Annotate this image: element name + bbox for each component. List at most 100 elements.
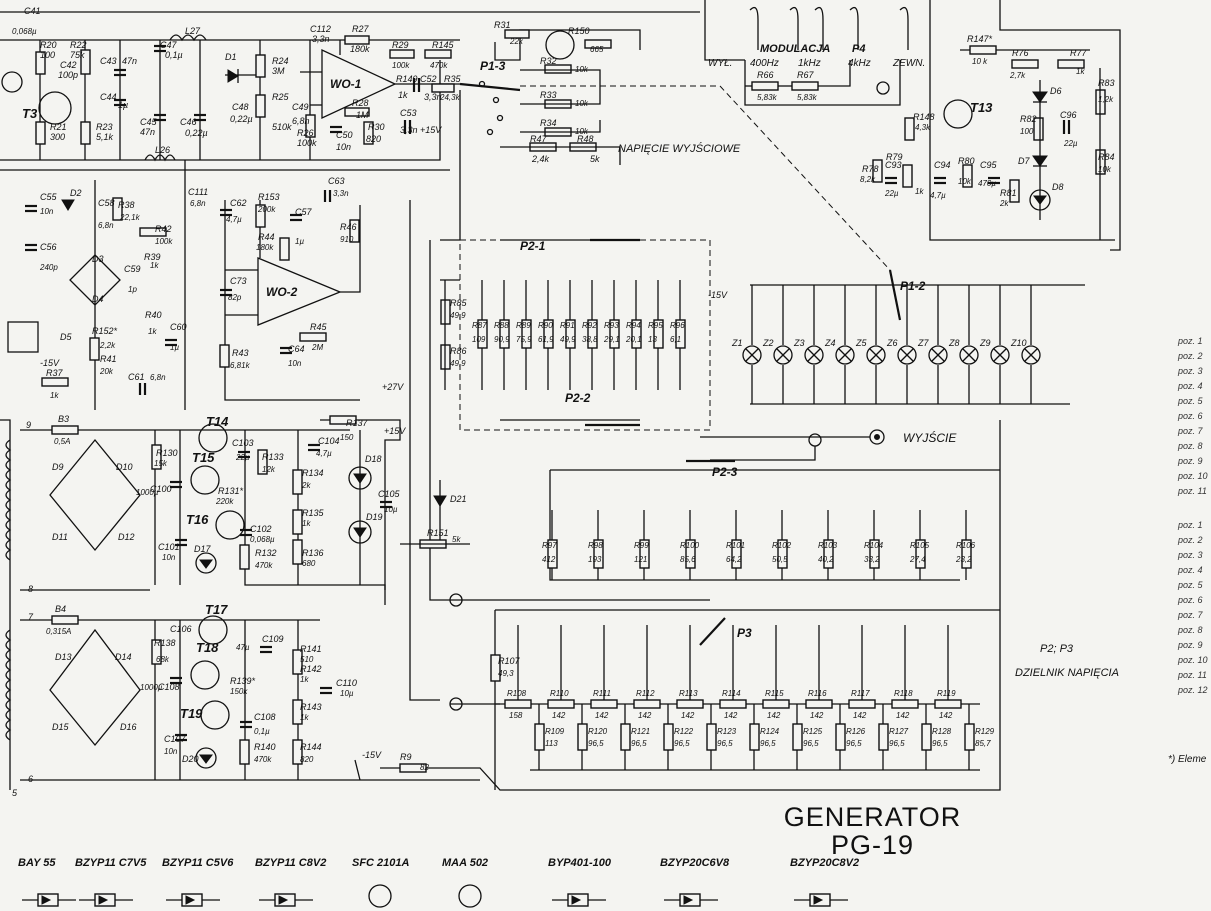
resistor-label: R99 — [634, 541, 649, 550]
svg-text:47µ: 47µ — [236, 643, 250, 652]
svg-text:R136: R136 — [302, 548, 324, 558]
svg-text:R79: R79 — [886, 152, 903, 162]
svg-text:R27: R27 — [352, 24, 370, 34]
svg-text:R21: R21 — [50, 122, 67, 132]
svg-text:6,8n: 6,8n — [190, 199, 206, 208]
svg-text:R20: R20 — [40, 40, 57, 50]
meter-m1 — [545, 30, 575, 60]
resistor-value: 27,4 — [909, 555, 926, 564]
lamp-label: Z10 — [1010, 338, 1027, 348]
svg-text:10k: 10k — [575, 127, 589, 136]
svg-text:C61: C61 — [128, 372, 145, 382]
resistor-value: 96,5 — [760, 739, 776, 748]
svg-text:D15: D15 — [52, 722, 70, 732]
resistor-value: 6,1 — [670, 335, 681, 344]
svg-text:C47: C47 — [160, 40, 178, 50]
svg-text:0,22µ: 0,22µ — [185, 128, 208, 138]
p2-r90: R90 61,9 — [538, 280, 554, 390]
svg-text:665: 665 — [590, 45, 604, 54]
lamp-z8: Z8 — [948, 285, 979, 404]
resistor-label: R128 — [932, 727, 952, 736]
resistor-label: R111 — [593, 689, 611, 698]
label-t17: T17 — [205, 602, 228, 617]
transistor-t15-body — [190, 465, 220, 495]
svg-text:R86: R86 — [450, 346, 467, 356]
svg-text:1k: 1k — [300, 675, 309, 684]
label-p3: P3 — [737, 626, 752, 640]
svg-text:C103: C103 — [232, 438, 254, 448]
svg-text:D18: D18 — [365, 454, 382, 464]
resistor-label: R114 — [722, 689, 741, 698]
resistor-label: R104 — [864, 541, 884, 550]
svg-text:R83: R83 — [1098, 78, 1115, 88]
svg-text:6,8n: 6,8n — [150, 373, 166, 382]
svg-text:D3: D3 — [92, 254, 104, 264]
svg-text:100k: 100k — [297, 138, 317, 148]
resistor-label: R122 — [674, 727, 694, 736]
resistor-value: 96,5 — [803, 739, 819, 748]
svg-text:150k: 150k — [230, 687, 248, 696]
svg-text:0,315A: 0,315A — [46, 627, 71, 636]
resistor-label: R112 — [636, 689, 655, 698]
svg-text:R76: R76 — [1012, 48, 1029, 58]
svg-text:D7: D7 — [1018, 156, 1030, 166]
position-item: poz. 3 — [1178, 366, 1203, 376]
position-item: poz. 6 — [1178, 411, 1203, 421]
label-t19: T19 — [180, 706, 203, 721]
svg-text:0,22µ: 0,22µ — [230, 114, 253, 124]
svg-text:75k: 75k — [70, 50, 85, 60]
resistor-label: R124 — [760, 727, 780, 736]
lamp-label: Z7 — [917, 338, 929, 348]
resistor-label: R98 — [588, 541, 603, 550]
svg-text:1µ: 1µ — [295, 237, 304, 246]
svg-text:R130: R130 — [156, 448, 178, 458]
svg-text:R135: R135 — [302, 508, 325, 518]
opamp-wo2-symbol — [257, 257, 342, 326]
resistor-value: 121 — [634, 555, 647, 564]
transistor-t17-body — [198, 615, 228, 645]
resistor-value: 85,7 — [975, 739, 991, 748]
svg-text:5,83k: 5,83k — [757, 93, 778, 102]
svg-text:+15V: +15V — [420, 125, 442, 135]
svg-text:C95: C95 — [980, 160, 998, 170]
resistor-label: R125 — [803, 727, 823, 736]
resistor-label: R117 — [851, 689, 870, 698]
svg-text:4,7µ: 4,7µ — [930, 191, 946, 200]
svg-text:470k: 470k — [430, 61, 448, 70]
transistor-t14-body — [198, 423, 228, 453]
legend-part: BZYP11 C5V6 — [162, 857, 234, 907]
svg-text:300: 300 — [50, 132, 65, 142]
svg-text:12k: 12k — [262, 465, 276, 474]
title-model: PG-19 — [830, 830, 915, 860]
resistor-label: R90 — [538, 321, 553, 330]
resistor-value: 61,9 — [538, 335, 554, 344]
svg-text:1kHz: 1kHz — [798, 58, 821, 69]
svg-text:R22: R22 — [70, 40, 87, 50]
resistor-label: R92 — [582, 321, 597, 330]
svg-text:3,3n: 3,3n — [400, 125, 418, 135]
svg-text:+15V: +15V — [384, 426, 406, 436]
svg-text:3,3n: 3,3n — [312, 34, 330, 44]
legend-part-name: BZYP11 C8V2 — [255, 857, 326, 869]
svg-text:C100: C100 — [150, 484, 172, 494]
svg-text:R35: R35 — [444, 74, 462, 84]
svg-text:22µ: 22µ — [884, 189, 899, 198]
svg-text:510k: 510k — [272, 122, 292, 132]
svg-text:R44: R44 — [258, 232, 275, 242]
label-p1-3: P1-3 — [480, 59, 506, 73]
svg-text:24,3k: 24,3k — [439, 93, 461, 102]
svg-text:0,5A: 0,5A — [54, 437, 70, 446]
resistor-label: R123 — [717, 727, 737, 736]
svg-text:C105: C105 — [378, 489, 401, 499]
svg-text:C109: C109 — [262, 634, 284, 644]
legend-part-name: MAA 502 — [442, 857, 488, 869]
svg-text:R148: R148 — [913, 112, 935, 122]
